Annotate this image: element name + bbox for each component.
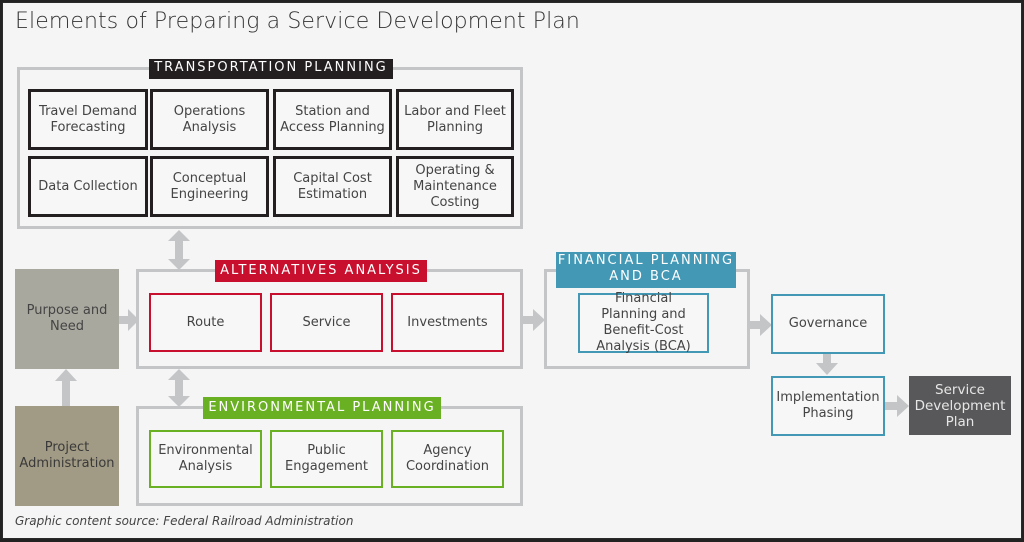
financial-planning-label: FINANCIAL PLANNING AND BCA: [556, 252, 736, 288]
alternatives-analysis-label: ALTERNATIVES ANALYSIS: [215, 260, 427, 282]
environmental-planning-label: ENVIRONMENTAL PLANNING: [203, 397, 441, 419]
arrow-up-icon: [55, 369, 77, 407]
operations-analysis-box: Operations Analysis: [150, 89, 269, 150]
arrow-down-icon: [816, 354, 838, 375]
agency-coordination-box: Agency Coordination: [391, 430, 504, 488]
data-collection-box: Data Collection: [28, 156, 148, 217]
arrow-right-icon: [523, 309, 545, 331]
financial-planning-label-line2: AND BCA: [609, 269, 683, 284]
financial-planning-label-line1: FINANCIAL PLANNING: [557, 253, 735, 268]
source-note: Graphic content source: Federal Railroad…: [15, 514, 354, 528]
purpose-and-need-box: Purpose and Need: [15, 269, 119, 369]
double-arrow-icon: [168, 230, 190, 270]
public-engagement-box: Public Engagement: [270, 430, 383, 488]
arrow-right-icon: [119, 309, 139, 331]
investments-box: Investments: [391, 293, 504, 352]
arrow-right-icon: [885, 395, 909, 417]
service-development-plan-box: Service Development Plan: [909, 376, 1011, 435]
double-arrow-icon: [168, 369, 190, 407]
arrow-right-icon: [750, 314, 772, 336]
environmental-analysis-box: Environmental Analysis: [149, 430, 262, 488]
governance-box: Governance: [771, 294, 885, 354]
project-administration-box: Project Administration: [15, 406, 119, 506]
service-box: Service: [270, 293, 383, 352]
operating-maintenance-costing-box: Operating & Maintenance Costing: [396, 156, 514, 217]
financial-planning-bca-box: Financial Planning and Benefit-Cost Anal…: [578, 291, 709, 354]
diagram-title: Elements of Preparing a Service Developm…: [15, 9, 580, 34]
implementation-phasing-box: Implementation Phasing: [771, 376, 885, 436]
travel-demand-forecasting-box: Travel Demand Forecasting: [28, 89, 148, 150]
conceptual-engineering-box: Conceptual Engineering: [150, 156, 269, 217]
route-box: Route: [149, 293, 262, 352]
capital-cost-estimation-box: Capital Cost Estimation: [273, 156, 392, 217]
labor-fleet-planning-box: Labor and Fleet Planning: [396, 89, 514, 150]
transportation-planning-label: TRANSPORTATION PLANNING: [149, 59, 393, 79]
station-access-planning-box: Station and Access Planning: [273, 89, 392, 150]
